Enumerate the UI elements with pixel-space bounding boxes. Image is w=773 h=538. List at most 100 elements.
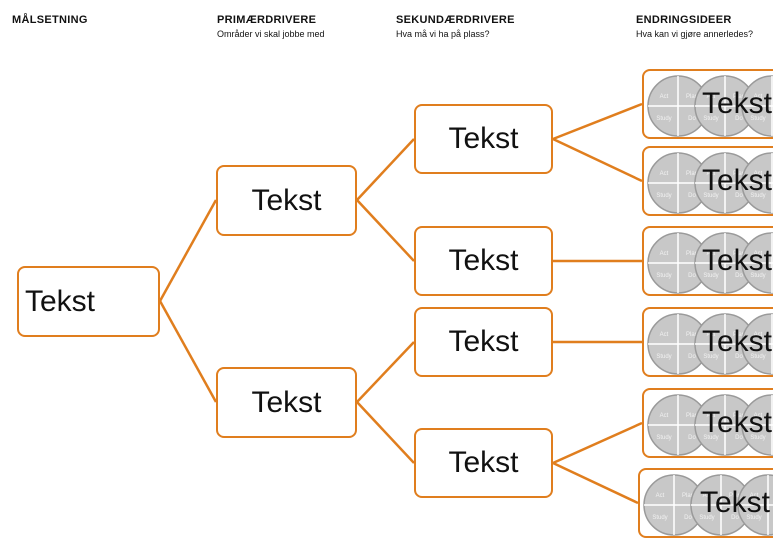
- pdsa-word: Plan: [729, 493, 741, 499]
- secondary-driver-box[interactable]: Tekst: [414, 104, 553, 174]
- secondary-driver-label: Tekst: [448, 446, 519, 479]
- pdsa-word: Plan: [686, 413, 698, 419]
- header-goal-title: MÅLSETNING: [12, 14, 88, 26]
- pdsa-word: Do: [735, 273, 743, 279]
- pdsa-word: Act: [660, 332, 669, 338]
- header-secondary-subtitle: Hva må vi ha på plass?: [396, 29, 490, 39]
- connector-secondary1-idea-2: [552, 137, 643, 183]
- header-goal: MÅLSETNING: [12, 14, 88, 26]
- pdsa-word: Study: [656, 193, 671, 199]
- change-idea-box[interactable]: ActPlanStudyDoActPlanStudyDoActPlanStudy…: [638, 468, 773, 538]
- header-ideas-title: ENDRINGSIDEER: [636, 14, 732, 26]
- pdsa-word: Study: [656, 116, 671, 122]
- pdsa-word: Do: [731, 515, 739, 521]
- pdsa-word: Plan: [733, 251, 745, 257]
- pdsa-word: Study: [746, 515, 761, 521]
- secondary-driver-label: Tekst: [448, 244, 519, 277]
- change-idea-box[interactable]: ActPlanStudyDoActPlanStudyDoActPlanStudy…: [642, 69, 773, 139]
- change-idea-box[interactable]: ActPlanStudyDoActPlanStudyDoActPlanStudy…: [642, 307, 773, 377]
- pdsa-word: Study: [656, 435, 671, 441]
- change-idea-label: Tekst: [701, 164, 773, 197]
- header-ideas: ENDRINGSIDEER Hva kan vi gjøre annerlede…: [636, 14, 753, 39]
- pdsa-cycle-icon: ActPlanStudyDoActPlanStudyDoActPlanStudy…: [647, 394, 773, 456]
- connector-secondary4-idea-6: [552, 461, 639, 505]
- pdsa-word: Act: [754, 171, 763, 177]
- pdsa-word: Do: [688, 354, 696, 360]
- secondary-driver-label: Tekst: [448, 325, 519, 358]
- pdsa-cycle-icon: ActPlanStudyDoActPlanStudyDoActPlanStudy…: [647, 152, 773, 214]
- pdsa-word: Do: [735, 435, 743, 441]
- pdsa-word: Study: [750, 116, 765, 122]
- pdsa-word: Do: [688, 116, 696, 122]
- pdsa-cycle-icon: ActPlanStudyDoActPlanStudyDoActPlanStudy…: [647, 232, 773, 294]
- pdsa-word: Plan: [733, 413, 745, 419]
- pdsa-word: Act: [660, 251, 669, 257]
- secondary-driver-box[interactable]: Tekst: [414, 226, 553, 296]
- pdsa-word: Do: [735, 354, 743, 360]
- header-ideas-subtitle: Hva kan vi gjøre annerledes?: [636, 29, 754, 39]
- header-primary: PRIMÆRDRIVERE Områder vi skal jobbe med: [217, 14, 325, 39]
- connector-secondary4-idea-5: [552, 421, 643, 465]
- connector-goal-primary-1: [158, 199, 218, 302]
- connector-primary2-secondary-4: [356, 401, 415, 464]
- pdsa-cycle-icon: ActPlanStudyDoActPlanStudyDoActPlanStudy…: [647, 75, 773, 137]
- pdsa-word: Act: [754, 413, 763, 419]
- secondary-driver-box[interactable]: Tekst: [414, 428, 553, 498]
- change-idea-box[interactable]: ActPlanStudyDoActPlanStudyDoActPlanStudy…: [642, 226, 773, 296]
- change-idea-box[interactable]: ActPlanStudyDoActPlanStudyDoActPlanStudy…: [642, 146, 773, 216]
- pdsa-word: Act: [656, 493, 665, 499]
- pdsa-word: Do: [735, 193, 743, 199]
- pdsa-word: Study: [750, 435, 765, 441]
- pdsa-word: Act: [750, 493, 759, 499]
- connector-goal-primary-2: [158, 300, 218, 403]
- pdsa-word: Act: [707, 251, 716, 257]
- pdsa-word: Act: [660, 171, 669, 177]
- connector-primary2-secondary-3: [356, 341, 415, 403]
- pdsa-word: Study: [703, 116, 718, 122]
- change-idea-label: Tekst: [699, 486, 771, 519]
- primary-driver-box[interactable]: Tekst: [216, 367, 357, 438]
- secondary-driver-label: Tekst: [448, 122, 519, 155]
- pdsa-word: Act: [660, 94, 669, 100]
- pdsa-word: Plan: [733, 332, 745, 338]
- change-idea-label: Tekst: [701, 406, 773, 439]
- header-secondary-title: SEKUNDÆRDRIVERE: [396, 14, 515, 26]
- pdsa-word: Do: [688, 193, 696, 199]
- pdsa-word: Plan: [686, 171, 698, 177]
- pdsa-word: Act: [707, 94, 716, 100]
- header-secondary: SEKUNDÆRDRIVERE Hva må vi ha på plass?: [396, 14, 515, 39]
- pdsa-word: Study: [703, 273, 718, 279]
- change-idea-label: Tekst: [701, 87, 773, 120]
- primary-driver-label: Tekst: [251, 183, 322, 217]
- connector-secondary1-idea-1: [552, 102, 643, 141]
- pdsa-word: Act: [707, 332, 716, 338]
- connector-primary1-secondary-2: [356, 199, 415, 262]
- goal-box[interactable]: Tekst: [17, 266, 160, 337]
- pdsa-word: Study: [750, 354, 765, 360]
- pdsa-word: Study: [699, 515, 714, 521]
- pdsa-word: Do: [735, 116, 743, 122]
- pdsa-word: Act: [754, 94, 763, 100]
- primary-driver-label: Tekst: [251, 385, 322, 419]
- pdsa-word: Act: [754, 251, 763, 257]
- primary-driver-box[interactable]: Tekst: [216, 165, 357, 236]
- pdsa-word: Act: [703, 493, 712, 499]
- pdsa-word: Study: [750, 193, 765, 199]
- pdsa-word: Study: [703, 193, 718, 199]
- goal-label: Tekst: [25, 284, 96, 318]
- pdsa-word: Act: [707, 413, 716, 419]
- pdsa-word: Plan: [733, 171, 745, 177]
- pdsa-word: Plan: [686, 251, 698, 257]
- pdsa-word: Act: [660, 413, 669, 419]
- pdsa-word: Study: [750, 273, 765, 279]
- secondary-driver-box[interactable]: Tekst: [414, 307, 553, 377]
- pdsa-cycle-icon: ActPlanStudyDoActPlanStudyDoActPlanStudy…: [647, 313, 773, 375]
- change-idea-box[interactable]: ActPlanStudyDoActPlanStudyDoActPlanStudy…: [642, 388, 773, 458]
- pdsa-word: Study: [652, 515, 667, 521]
- connector-primary1-secondary-1: [356, 138, 415, 201]
- pdsa-word: Plan: [733, 94, 745, 100]
- pdsa-word: Study: [703, 435, 718, 441]
- pdsa-word: Do: [688, 435, 696, 441]
- pdsa-word: Act: [707, 171, 716, 177]
